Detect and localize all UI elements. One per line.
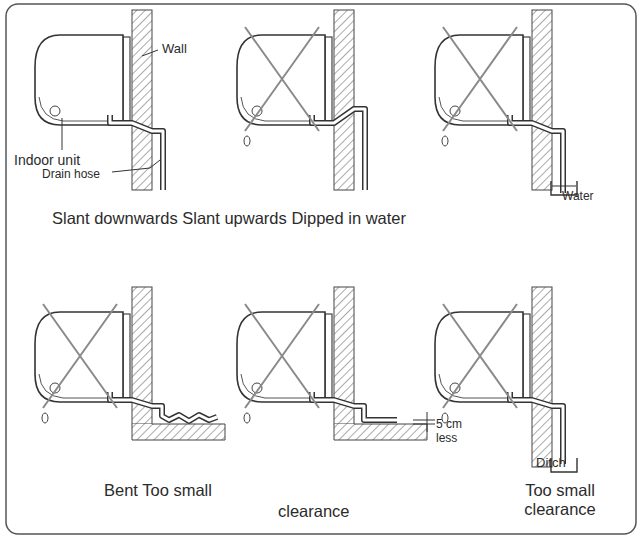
drain-hose-inner xyxy=(510,392,563,464)
wall xyxy=(532,287,552,467)
wall xyxy=(132,10,152,190)
part-label: Water xyxy=(562,190,594,204)
cross-mark xyxy=(443,27,517,131)
drain-hose xyxy=(510,115,563,193)
part-label: Ditch xyxy=(536,456,566,471)
leader-line xyxy=(112,160,160,172)
water-surface xyxy=(552,186,576,187)
panel xyxy=(35,287,225,440)
panel xyxy=(435,10,577,195)
drain-hose xyxy=(510,392,563,464)
drain-hose-inner xyxy=(110,392,217,421)
ledge xyxy=(132,424,225,440)
indoor-unit xyxy=(35,35,123,125)
caption-row: clearance xyxy=(278,502,350,521)
mounting-plate xyxy=(523,314,530,400)
drain-hose xyxy=(110,392,217,421)
drain-hose xyxy=(110,115,163,190)
drain-hose xyxy=(312,109,365,190)
water-drop xyxy=(244,136,250,146)
leader-line xyxy=(62,118,63,150)
caption-row: Slant downwards Slant upwards Dipped in … xyxy=(52,209,406,228)
drain-pan xyxy=(50,106,60,116)
cross-mark xyxy=(443,304,517,408)
mounting-plate xyxy=(123,37,130,123)
drain-hose-inner xyxy=(510,115,563,193)
mounting-plate xyxy=(325,37,332,123)
drain-hose-inner xyxy=(312,392,397,420)
water-drop xyxy=(42,413,48,423)
leader-line xyxy=(142,50,158,56)
mounting-plate xyxy=(123,314,130,400)
dimension-label: 5 cm less xyxy=(436,418,474,446)
water-drop xyxy=(244,413,250,423)
caption-row: Bent Too small xyxy=(104,481,212,500)
panel xyxy=(237,287,435,440)
wall xyxy=(334,10,354,190)
mounting-plate xyxy=(325,314,332,400)
cross-mark xyxy=(245,304,319,408)
frame xyxy=(6,4,636,534)
part-label: Drain hose xyxy=(42,168,100,182)
cross-mark xyxy=(43,304,117,408)
caption-row: Too small clearance xyxy=(500,481,620,519)
panel xyxy=(435,287,577,472)
wall xyxy=(532,10,552,190)
drain-hose-inner xyxy=(110,115,163,190)
dimension-mark xyxy=(413,412,435,432)
water-drop xyxy=(442,136,448,146)
cross-mark xyxy=(245,27,319,131)
drain-hose-inner xyxy=(312,109,365,190)
mounting-plate xyxy=(523,37,530,123)
ledge xyxy=(334,424,427,440)
part-label: Wall xyxy=(162,42,187,57)
panel xyxy=(237,10,365,190)
part-label: Indoor unit xyxy=(14,152,80,168)
drain-hose xyxy=(312,392,397,420)
